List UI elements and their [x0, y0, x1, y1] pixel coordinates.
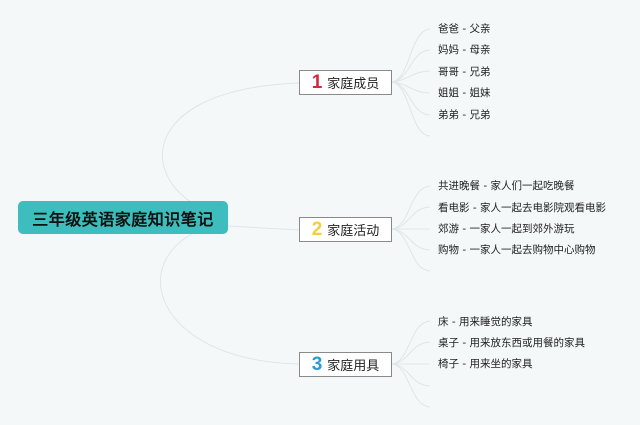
topic-label: 家庭成员: [327, 77, 380, 92]
leaf-item[interactable]: 妈妈 - 母亲: [438, 44, 491, 56]
leaf-item[interactable]: 购物 - 一家人一起去购物中心购物: [438, 244, 596, 256]
leaf-item[interactable]: 看电影 - 家人一起去电影院观看电影: [438, 202, 606, 214]
leaf-item[interactable]: 爸爸 - 父亲: [438, 23, 491, 35]
topic-family-activities[interactable]: 2 家庭活动: [299, 217, 392, 242]
leaf-item[interactable]: 共进晚餐 - 家人们一起吃晚餐: [438, 180, 575, 192]
leaf-item[interactable]: 哥哥 - 兄弟: [438, 66, 491, 78]
number-badge-2: 2: [311, 219, 323, 240]
topic-label: 家庭用具: [327, 359, 380, 374]
leaf-item[interactable]: 姐姐 - 姐妹: [438, 87, 491, 99]
root-title: 三年级英语家庭知识笔记: [32, 209, 214, 229]
root-node[interactable]: 三年级英语家庭知识笔记: [18, 201, 228, 234]
leaf-item[interactable]: 椅子 - 用来坐的家具: [438, 358, 533, 370]
topic-family-members[interactable]: 1 家庭成员: [299, 70, 392, 95]
leaf-item[interactable]: 床 - 用来睡觉的家具: [438, 316, 533, 328]
leaf-item[interactable]: 郊游 - 一家人一起到郊外游玩: [438, 223, 575, 235]
topic-household-furniture[interactable]: 3 家庭用具: [299, 352, 392, 377]
leaf-item[interactable]: 桌子 - 用来放东西或用餐的家具: [438, 337, 585, 349]
topic-label: 家庭活动: [327, 224, 380, 239]
number-badge-3: 3: [311, 354, 323, 375]
number-badge-1: 1: [311, 72, 323, 93]
leaf-item[interactable]: 弟弟 - 兄弟: [438, 109, 491, 121]
